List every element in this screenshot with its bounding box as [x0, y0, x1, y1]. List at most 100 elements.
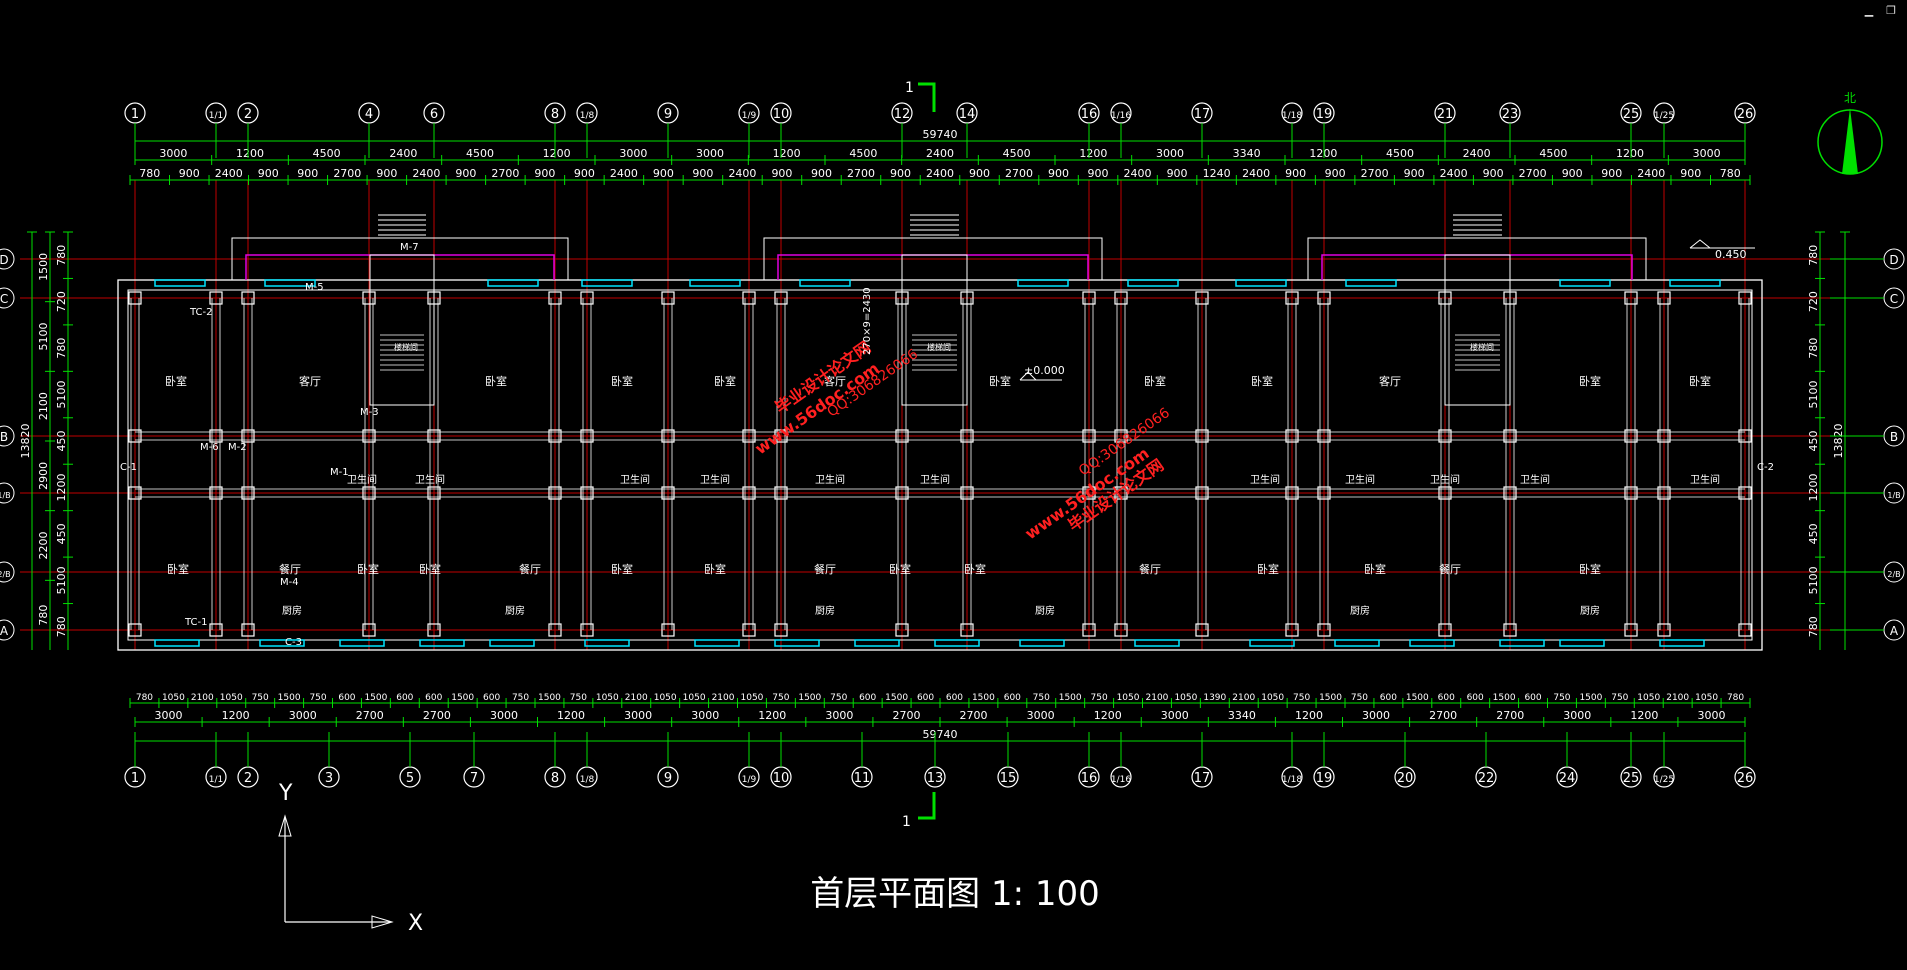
dim-left-total: 13820: [19, 231, 37, 650]
dim-bottom-minor-text: 750: [1351, 693, 1368, 703]
dim-bottom-minor-text: 1050: [1261, 693, 1284, 703]
dim-right-outer-text: 780: [1807, 616, 1820, 637]
column: [362, 291, 376, 305]
column: [580, 623, 594, 637]
column: [128, 486, 142, 500]
windows: [154, 279, 1721, 647]
column: [1657, 291, 1671, 305]
column: [960, 623, 974, 637]
dim-top-major-text: 3340: [1233, 147, 1261, 160]
column: [774, 623, 788, 637]
axis-top-3-label: 4: [365, 107, 373, 122]
column: [128, 623, 142, 637]
dim-right-outer-text: 450: [1807, 523, 1820, 544]
stair-dimension: 270×9=2430: [862, 287, 873, 355]
dim-top-minor-text: 900: [297, 167, 318, 180]
dim-bottom-major-text: 1200: [1094, 709, 1122, 722]
elevation-mark-floor: ±0.000: [1019, 364, 1065, 381]
dim-top-minor-text: 2400: [412, 167, 440, 180]
axis-left-0: D: [0, 248, 15, 270]
axis-left-label: B: [0, 430, 8, 444]
column: [1624, 429, 1638, 443]
axis-top-0-label: 1: [131, 107, 139, 122]
watermark-2: 毕业设计论文网 www.56doc.com QQ:306826066: [1021, 405, 1172, 543]
bathroom-label: 卫生间: [1520, 473, 1550, 486]
dim-bottom-minor-text: 1050: [1695, 693, 1718, 703]
minimize-icon[interactable]: ▁: [1864, 4, 1874, 17]
axis-bottom-6: 8: [544, 732, 566, 788]
dim-right-outer-text: 780: [1807, 338, 1820, 359]
column: [427, 291, 441, 305]
kitchen-label: 厨房: [505, 604, 525, 617]
axis-bottom-24: 26: [1734, 732, 1756, 788]
column: [241, 429, 255, 443]
column: [895, 486, 909, 500]
column: [1738, 486, 1752, 500]
axis-bottom-2-label: 2: [244, 771, 252, 786]
axis-right-2: B: [1830, 425, 1905, 447]
column: [661, 291, 675, 305]
dim-bottom-major-text: 3000: [1027, 709, 1055, 722]
axis-bottom-16-label: 17: [1194, 771, 1211, 786]
axis-top-1-label: 1/1: [209, 111, 223, 121]
dim-bottom-minor-text: 1050: [1117, 693, 1140, 703]
dim-left-total-text: 13820: [19, 424, 32, 459]
dim-bottom-minor-text: 1050: [1637, 693, 1660, 703]
axis-bottom-4-label: 5: [406, 771, 414, 786]
dim-bottom-major-text: 3000: [691, 709, 719, 722]
balcony-2: [1307, 237, 1647, 280]
dim-top-major-text: 1200: [236, 147, 264, 160]
dim-top-major-text: 4500: [1539, 147, 1567, 160]
dim-right-outer-text: 5100: [1807, 566, 1820, 594]
dim-top-major-text: 1200: [543, 147, 571, 160]
axis-bottom-10: 10: [770, 732, 792, 788]
axis-right-label: B: [1890, 430, 1898, 444]
column: [241, 291, 255, 305]
dim-top-minor-text: 900: [692, 167, 713, 180]
window-top: [264, 279, 316, 287]
dim-bottom-minor-text: 1500: [972, 693, 995, 703]
dim-top-minor-text: 900: [1167, 167, 1188, 180]
column: [1438, 486, 1452, 500]
room-top-label: 卧室: [989, 374, 1011, 388]
axis-top-14: 17: [1191, 102, 1213, 158]
axis-left-label: D: [0, 253, 9, 267]
window-top: [1669, 279, 1721, 287]
room-bottom-label: 卧室: [167, 562, 189, 576]
dim-bottom-major-text: 3000: [155, 709, 183, 722]
column: [1438, 623, 1452, 637]
column: [427, 429, 441, 443]
bathroom-label: 卫生间: [1430, 473, 1460, 486]
window-top: [1017, 279, 1069, 287]
dim-left-outer-text: 5100: [37, 323, 50, 351]
axis-bottom-13: 15: [997, 732, 1019, 788]
window-bottom: [339, 639, 385, 647]
restore-icon[interactable]: ❐: [1886, 4, 1896, 17]
window-bottom: [1334, 639, 1380, 647]
dim-bottom-minor-text: 1050: [654, 693, 677, 703]
dim-top-major-text: 1200: [1079, 147, 1107, 160]
axis-bottom-22: 25: [1620, 732, 1642, 788]
dim-bottom-major-text: 3000: [1362, 709, 1390, 722]
balcony-1: [763, 237, 1103, 280]
dim-bottom-minor-text: 1050: [162, 693, 185, 703]
bathroom-label: 卫生间: [1345, 473, 1375, 486]
dim-bottom-major-text: 1200: [1630, 709, 1658, 722]
column: [960, 486, 974, 500]
axis-bottom-12-label: 13: [927, 771, 944, 786]
dim-top-minor-text: 900: [534, 167, 555, 180]
dim-top-minor-text: 2400: [215, 167, 243, 180]
column: [1114, 486, 1128, 500]
axis-right-label: 1/B: [1887, 491, 1900, 500]
kitchen-label: 厨房: [1580, 604, 1600, 617]
axis-top-20: 1/25: [1653, 102, 1675, 158]
column: [1503, 291, 1517, 305]
dim-bottom-minor-text: 1500: [1406, 693, 1429, 703]
axis-left-4: 2/B: [0, 561, 15, 583]
column: [960, 291, 974, 305]
axis-top-8: 1/9: [738, 102, 760, 158]
